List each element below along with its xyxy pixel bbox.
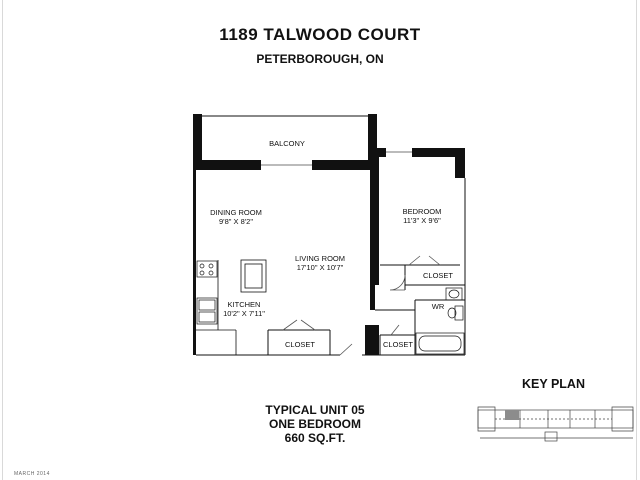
bedroom-label: BEDROOM 11'3" X 9'6" — [394, 207, 450, 225]
hall-closet-label: CLOSET — [382, 340, 413, 349]
bedroom-closet-label: CLOSET — [422, 271, 453, 280]
living-room-label: LIVING ROOM 17'10" X 10'7" — [285, 254, 355, 272]
page-edge-left — [2, 0, 3, 480]
key-plan-unit-highlight — [505, 410, 519, 420]
kitchen-size: 10'2" X 7'11" — [223, 309, 265, 318]
date-stamp: MARCH 2014 — [14, 471, 50, 477]
bathtub-icon — [415, 332, 465, 355]
living-room-name: LIVING ROOM — [294, 254, 345, 263]
unit-bedrooms: ONE BEDROOM — [268, 417, 361, 431]
unit-area: 660 SQ.FT. — [284, 431, 346, 445]
dining-room-label: DINING ROOM 9'8" X 8'2" — [205, 208, 267, 226]
vanity-sink-icon — [445, 287, 463, 301]
stove-icon — [196, 260, 218, 278]
bedroom-size: 11'3" X 9'6" — [403, 216, 441, 225]
page-edge-right — [636, 0, 637, 480]
city-subtitle: PETERBOROUGH, ON — [256, 52, 384, 66]
main-closet-label: CLOSET — [284, 340, 315, 349]
kitchen-name: KITCHEN — [227, 300, 261, 309]
living-room-size: 17'10" X 10'7" — [296, 263, 344, 272]
dining-room-size: 9'8" X 8'2" — [218, 217, 254, 226]
exterior-walls — [193, 114, 465, 355]
toilet-icon — [447, 305, 464, 321]
interior-walls — [196, 151, 466, 356]
kitchen-counters — [196, 259, 267, 355]
kitchen-sink-icon — [196, 297, 218, 325]
unit-type: TYPICAL UNIT 05 — [265, 403, 365, 417]
key-plan-title: KEY PLAN — [522, 377, 585, 391]
washroom-label: WR — [431, 302, 445, 311]
unit-info: TYPICAL UNIT 05 ONE BEDROOM 660 SQ.FT. — [250, 403, 380, 445]
key-plan-diagram — [477, 406, 634, 442]
bedroom-name: BEDROOM — [402, 207, 442, 216]
dining-room-name: DINING ROOM — [210, 208, 262, 217]
kitchen-label: KITCHEN 10'2" X 7'11" — [220, 300, 268, 318]
door-swings — [282, 255, 441, 356]
balcony-label: BALCONY — [269, 139, 305, 148]
address-title: 1189 TALWOOD COURT — [219, 25, 421, 44]
